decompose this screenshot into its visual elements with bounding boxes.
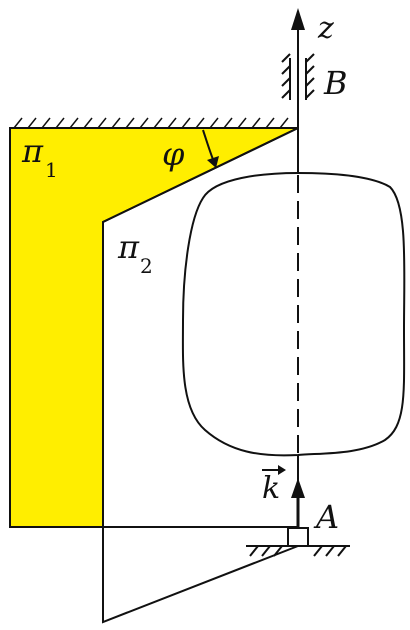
angle-phi-label: φ bbox=[162, 135, 185, 173]
angle-phi-arrowhead bbox=[207, 156, 219, 168]
bearing-b-label: B bbox=[323, 64, 348, 102]
bearing-b bbox=[281, 53, 315, 100]
rigid-body-outline bbox=[181, 171, 406, 457]
unit-vector-k-label: k bbox=[262, 471, 280, 506]
z-axis-arrowhead bbox=[291, 8, 305, 30]
bearing-a-label: A bbox=[313, 498, 339, 536]
unit-vector-k-overarrow bbox=[262, 465, 286, 475]
plane-pi1 bbox=[9, 127, 299, 528]
plane-pi2-subscript: 2 bbox=[140, 254, 153, 278]
unit-vector-k-arrowhead bbox=[291, 478, 305, 498]
top-wall-hatching bbox=[13, 117, 289, 129]
plane-pi1-label: π bbox=[21, 132, 44, 170]
plane-pi2-outline bbox=[102, 127, 299, 624]
bearing-a bbox=[246, 527, 350, 557]
z-axis-label: z bbox=[317, 11, 334, 46]
plane-pi2-label: π bbox=[117, 228, 140, 266]
plane-pi1-subscript: 1 bbox=[45, 158, 58, 182]
